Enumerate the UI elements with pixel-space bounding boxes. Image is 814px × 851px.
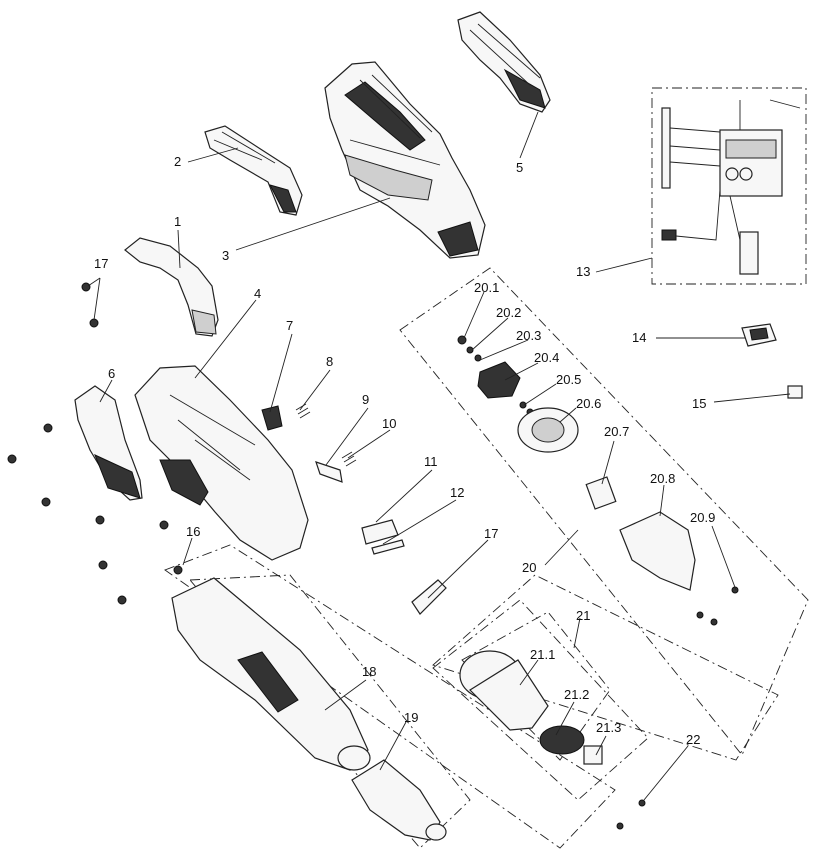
- part-8-spring: [295, 403, 311, 419]
- part-7-switch: [261, 405, 283, 431]
- label-part-4: 4: [254, 286, 261, 301]
- part-10-spring: [341, 451, 357, 467]
- part-14-clip: [741, 323, 777, 347]
- label-part-20-8: 20.8: [650, 471, 675, 486]
- label-part-7: 7: [286, 318, 293, 333]
- label-part-20-2: 20.2: [496, 305, 521, 320]
- label-part-20-1: 20.1: [474, 280, 499, 295]
- label-part-17-strip: 17: [484, 526, 498, 541]
- label-part-10: 10: [382, 416, 396, 431]
- part-19-nozzle: [351, 759, 447, 841]
- part-15-block: [787, 385, 803, 399]
- label-part-5: 5: [516, 160, 523, 175]
- label-part-18: 18: [362, 664, 376, 679]
- label-part-20-6: 20.6: [576, 396, 601, 411]
- assembly-20-boundary: [399, 267, 809, 756]
- leader-lines: [87, 111, 791, 801]
- label-part-11: 11: [424, 454, 438, 469]
- part-5-side-cover: [457, 11, 551, 113]
- part-2-handle-cover: [204, 125, 303, 216]
- part-6-side-panel: [74, 385, 143, 501]
- tube-assembly-boundary: [164, 544, 616, 849]
- label-part-20: 20: [522, 560, 536, 575]
- part-13-circuit-board: [661, 99, 801, 275]
- label-part-2: 2: [174, 154, 181, 169]
- part-13-box: [651, 87, 807, 285]
- part-20-motor-assembly: [457, 335, 696, 591]
- part-21-fan-assembly: [459, 650, 603, 765]
- part-9-trigger: [315, 461, 343, 483]
- part-12-pin: [371, 539, 405, 555]
- label-part-21: 21: [576, 608, 590, 623]
- label-part-6: 6: [108, 366, 115, 381]
- label-part-22: 22: [686, 732, 700, 747]
- assembly-21-inner-boundary: [461, 611, 611, 761]
- label-part-8: 8: [326, 354, 333, 369]
- part-3-main-housing: [324, 61, 486, 259]
- label-part-3: 3: [222, 248, 229, 263]
- assembly-20-lower-boundary: [432, 574, 779, 761]
- label-part-20-5: 20.5: [556, 372, 581, 387]
- part-18-blower-tube: [171, 577, 371, 771]
- label-part-19: 19: [404, 710, 418, 725]
- label-part-20-7: 20.7: [604, 424, 629, 439]
- part-11-bracket: [361, 519, 399, 545]
- label-part-9: 9: [362, 392, 369, 407]
- screws: [7, 282, 739, 830]
- label-part-12: 12: [450, 485, 464, 500]
- label-part-17-screws: 17: [94, 256, 108, 271]
- part-4-lower-housing: [134, 365, 309, 561]
- label-part-15: 15: [692, 396, 706, 411]
- label-part-20-3: 20.3: [516, 328, 541, 343]
- label-part-20-9: 20.9: [690, 510, 715, 525]
- label-part-14: 14: [632, 330, 646, 345]
- part-1-handle: [124, 237, 219, 337]
- label-part-21-2: 21.2: [564, 687, 589, 702]
- label-part-20-4: 20.4: [534, 350, 559, 365]
- label-part-21-1: 21.1: [530, 647, 555, 662]
- label-part-1: 1: [174, 214, 181, 229]
- label-part-13: 13: [576, 264, 590, 279]
- label-part-21-3: 21.3: [596, 720, 621, 735]
- label-part-16: 16: [186, 524, 200, 539]
